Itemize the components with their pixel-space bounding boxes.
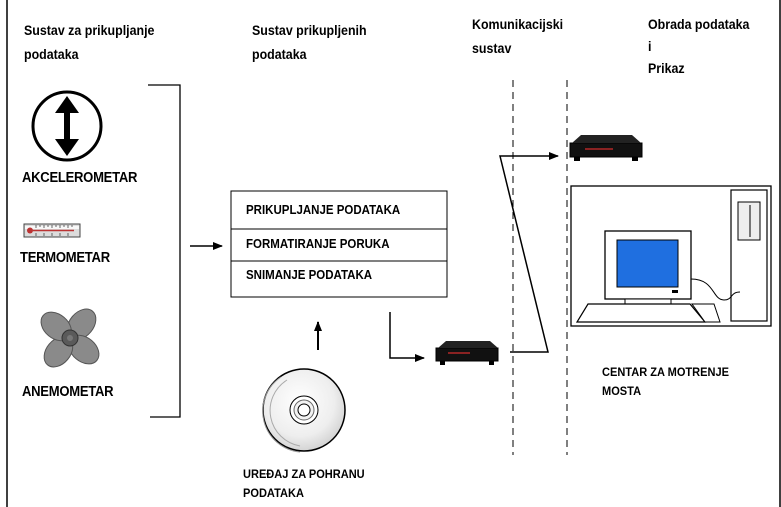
header-processing-line2: i — [648, 39, 652, 54]
arrow-process-to-modem — [389, 312, 425, 362]
sensor-bracket — [148, 84, 181, 418]
header-communication-line2: sustav — [472, 41, 512, 56]
header-collected-line1: Sustav prikupljenih — [252, 23, 367, 38]
cd-storage-icon — [262, 368, 346, 453]
storage-label-line1: UREĐAJ ZA POHRANU — [243, 467, 365, 481]
anemometer-icon — [40, 308, 100, 368]
modem-icon-lower — [435, 341, 499, 365]
process-step-formatting: FORMATIRANJE PORUKA — [246, 237, 390, 251]
header-acquisition-line1: Sustav za prikupljanje — [24, 23, 155, 38]
header-acquisition-line2: podataka — [24, 47, 79, 62]
label-accelerometer: AKCELEROMETAR — [22, 170, 138, 186]
header-collected-line2: podataka — [252, 47, 307, 62]
thermometer-icon — [23, 223, 81, 238]
header-processing-line3: Prikaz — [648, 61, 685, 76]
process-step-recording: SNIMANJE PODATAKA — [246, 268, 373, 282]
center-label-line1: CENTAR ZA MOTRENJE — [602, 365, 729, 379]
label-anemometer: ANEMOMETAR — [22, 384, 114, 400]
center-label-line2: MOSTA — [602, 384, 642, 398]
monitoring-computer-icon — [570, 185, 772, 327]
process-box — [230, 190, 448, 298]
header-processing-line1: Obrada podataka — [648, 17, 750, 32]
header-communication-line1: Komunikacijski — [472, 17, 564, 32]
modem-icon-upper — [569, 135, 643, 161]
accelerometer-icon — [31, 90, 103, 162]
arrow-communication-link — [499, 152, 559, 353]
storage-label-line2: PODATAKA — [243, 486, 304, 500]
label-thermometer: TERMOMETAR — [20, 250, 110, 266]
process-step-collection: PRIKUPLJANJE PODATAKA — [246, 203, 401, 217]
